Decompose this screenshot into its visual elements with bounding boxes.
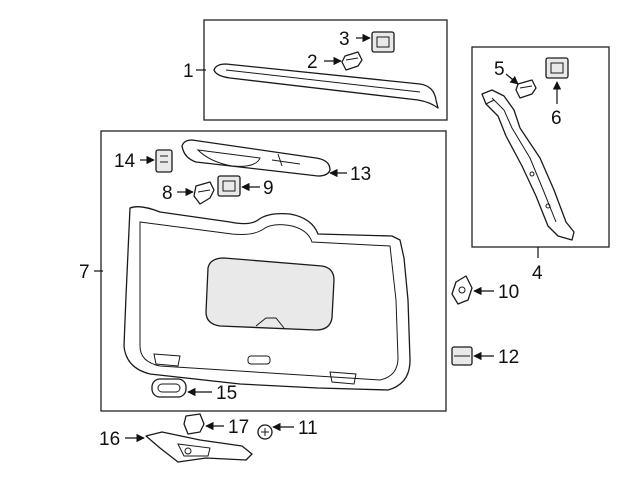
callout-14: 14 — [114, 151, 136, 172]
callout-8: 8 — [162, 183, 173, 204]
part-15-bezel — [151, 378, 187, 398]
part-16-lower-bracket — [145, 431, 253, 463]
callout-5: 5 — [494, 59, 505, 80]
part-10-retainer — [451, 275, 473, 305]
part-11-screw — [257, 424, 273, 440]
callout-12: 12 — [498, 347, 519, 368]
part-5-clip — [515, 79, 537, 99]
callout-10: 10 — [498, 282, 519, 303]
leader-5 — [505, 73, 519, 85]
box-group-4 — [471, 46, 610, 248]
part-4-pillar-trim — [481, 89, 575, 241]
callout-3: 3 — [339, 29, 350, 50]
callout-1: 1 — [183, 61, 194, 82]
part-3-pad — [371, 31, 395, 53]
part-17-clip — [183, 413, 205, 435]
callout-13: 13 — [350, 164, 371, 185]
callout-16: 16 — [99, 429, 120, 450]
part-8-clip — [193, 181, 215, 205]
callout-7: 7 — [79, 262, 90, 283]
callout-2: 2 — [307, 52, 318, 73]
part-7-liftgate-panel — [123, 206, 411, 391]
callout-9: 9 — [263, 178, 274, 199]
part-9-pad — [217, 175, 241, 197]
part-14-clip — [155, 149, 173, 173]
callout-6: 6 — [551, 108, 562, 129]
part-6-pad — [545, 57, 569, 79]
callout-17: 17 — [228, 417, 249, 438]
callout-11: 11 — [298, 418, 318, 439]
part-13-pull-handle — [181, 139, 331, 177]
callout-15: 15 — [216, 383, 237, 404]
part-12-clip — [451, 346, 473, 366]
part-2-clip — [341, 51, 363, 71]
part-1-upper-trim — [213, 63, 439, 109]
callout-4: 4 — [532, 263, 543, 284]
